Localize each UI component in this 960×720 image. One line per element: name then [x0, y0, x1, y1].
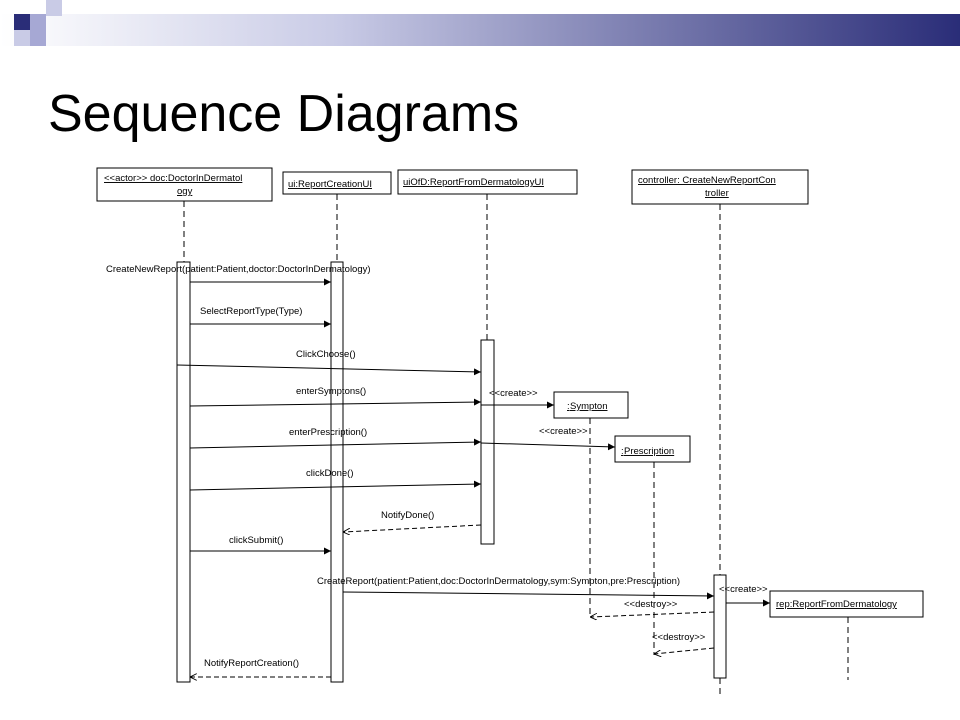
object-sympton-colon: :	[567, 401, 570, 412]
message-label-enter-symptons: enterSymptons()	[296, 386, 366, 397]
lifeline-uiofd: uiOfD:ReportFromDermatologyUI	[397, 169, 578, 195]
title-gradient-bar	[0, 14, 960, 46]
object-sympton: : Sympton	[553, 391, 629, 419]
object-prescription: : Prescription	[614, 435, 691, 463]
activation-controller	[713, 574, 727, 679]
lifeline-uiofd-label: uiOfD:ReportFromDermatologyUI	[403, 177, 544, 188]
activation-doctor	[176, 261, 191, 683]
message-arrow-create-prescription	[480, 442, 616, 451]
message-arrow-enter-prescription	[189, 438, 482, 449]
message-label-click-submit: clickSubmit()	[229, 535, 283, 546]
message-label-create-prescription: <<create>>	[539, 426, 588, 437]
message-label-create-report: CreateReport(patient:Patient,doc:DoctorI…	[317, 576, 680, 587]
message-label-notify-report-creation: NotifyReportCreation()	[204, 658, 299, 669]
lifeline-ui: ui:ReportCreationUI	[282, 171, 392, 195]
message-arrow-click-done	[189, 480, 482, 491]
message-label-create-new-report: CreateNewReport(patient:Patient,doctor:D…	[106, 264, 371, 275]
object-prescription-label: Prescription	[624, 446, 674, 457]
lifeline-doctor-label-cont: ogy	[177, 186, 193, 197]
activation-ui	[330, 261, 344, 683]
decor-square-light	[46, 0, 62, 16]
message-label-create-rep: <<create>>	[719, 584, 768, 595]
message-arrow-click-choose	[176, 364, 482, 376]
lifeline-ui-label: ui:ReportCreationUI	[288, 179, 372, 190]
message-label-enter-prescription: enterPrescription()	[289, 427, 367, 438]
message-label-destroy-sympton: <<destroy>>	[624, 599, 678, 610]
message-label-notify-done: NotifyDone()	[381, 510, 434, 521]
message-arrow-destroy-prescription	[654, 647, 715, 654]
message-label-click-done: clickDone()	[306, 468, 354, 479]
message-arrow-notify-done	[343, 524, 482, 532]
decor-square-navy	[14, 14, 30, 30]
slide-title: Sequence Diagrams	[48, 85, 520, 143]
message-arrow-destroy-sympton	[590, 611, 715, 617]
decor-square-light	[30, 14, 46, 30]
decor-square-light	[30, 30, 46, 46]
lifeline-controller-label-cont: troller	[705, 188, 729, 199]
message-label-click-choose: ClickChoose()	[296, 349, 356, 360]
message-arrow-create-report	[342, 591, 715, 600]
activation-uiofd	[480, 339, 495, 545]
lifeline-doctor: <<actor>> doc:DoctorInDermatol ogy	[96, 167, 273, 202]
object-sympton-label: Sympton	[570, 401, 608, 412]
object-report-label: rep:ReportFromDermatology	[776, 599, 897, 610]
lifeline-controller-label: controller: CreateNewReportCon	[638, 175, 776, 186]
message-label-destroy-prescription: <<destroy>>	[652, 632, 706, 643]
object-prescription-colon: :	[621, 446, 624, 457]
message-label-create-sympton: <<create>>	[489, 388, 538, 399]
object-report: rep:ReportFromDermatology	[769, 590, 924, 618]
lifeline-controller: controller: CreateNewReportCon troller	[631, 169, 809, 205]
message-arrow-enter-symptons	[189, 398, 482, 407]
message-label-select-report-type: SelectReportType(Type)	[200, 306, 302, 317]
decor-square-light	[14, 30, 30, 46]
lifeline-doctor-label: <<actor>> doc:DoctorInDermatol	[104, 173, 242, 184]
